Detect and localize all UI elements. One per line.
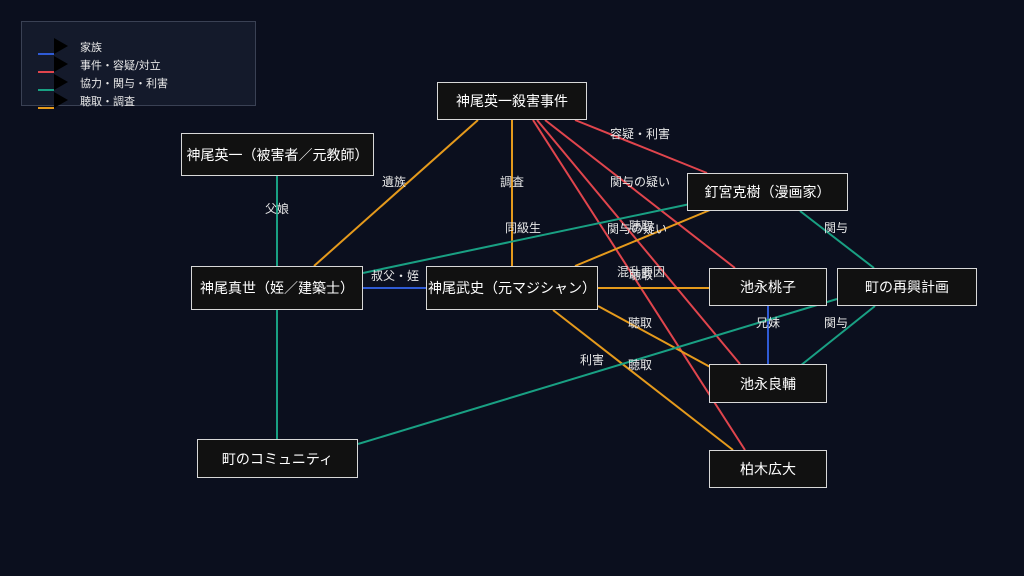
edge-saikou-ryosuke	[799, 305, 876, 367]
legend: 家族 事件・容疑/対立 協力・関与・利害 聴取・調査	[21, 21, 256, 109]
node-community[interactable]: 町のコミュニティ	[197, 439, 358, 478]
node-kashiwagi[interactable]: 柏木広大	[709, 450, 827, 488]
node-masayo[interactable]: 神尾真世（姪／建築士）	[191, 266, 363, 310]
edge-label-choshu4: 聴取	[628, 358, 652, 372]
node-eiichi[interactable]: 神尾英一（被害者／元教師）	[181, 133, 374, 176]
node-takeshi[interactable]: 神尾武史（元マジシャン）	[426, 266, 598, 310]
legend-label-cooperation: 協力・関与・利害	[80, 77, 168, 90]
edge-label-kyoudai: 兄妹	[756, 316, 780, 330]
edge-label-kanyo-utagai1: 関与の疑い	[610, 174, 670, 189]
edge-label-chousa: 調査	[500, 175, 524, 189]
edge-label-izoku: 遺族	[382, 174, 406, 189]
edge-label-rigai: 利害	[580, 352, 604, 367]
edge-case-masayo	[313, 119, 479, 267]
edge-label-kon-ran: 混乱要因	[617, 265, 665, 279]
edge-label-choshu1: 聴取	[629, 219, 653, 233]
edge-kugimiya-saikou	[799, 210, 875, 269]
edge-takeshi-kugimiya	[574, 209, 711, 267]
legend-arrow-icon	[54, 38, 68, 54]
node-ryosuke[interactable]: 池永良輔	[709, 364, 827, 403]
legend-line-family	[38, 53, 54, 55]
edge-label-fushi: 父娘	[265, 201, 289, 216]
legend-arrow-icon	[54, 92, 68, 108]
legend-arrow-icon	[54, 74, 68, 90]
legend-label-inquiry: 聴取・調査	[80, 95, 135, 108]
edge-label-choshu3: 聴取	[628, 316, 652, 330]
legend-label-family: 家族	[80, 41, 102, 54]
edge-label-shukufu: 叔父・姪	[371, 269, 419, 283]
edge-label-choshu2: 聴取	[629, 268, 653, 282]
edge-label-kanyo-utagai2: 関与の疑い	[607, 221, 667, 236]
edge-label-doukyuusei: 同級生	[505, 221, 541, 235]
legend-line-inquiry	[38, 107, 54, 109]
edge-label-kanyo2: 関与	[824, 316, 848, 330]
edge-masayo-kugimiya	[362, 203, 691, 274]
node-case[interactable]: 神尾英一殺害事件	[437, 82, 587, 120]
legend-arrow-icon	[54, 56, 68, 72]
node-momoko[interactable]: 池永桃子	[709, 268, 827, 306]
edge-takeshi-kashiwagi	[552, 309, 734, 451]
edge-takeshi-ryosuke	[597, 305, 713, 369]
legend-label-incident: 事件・容疑/対立	[80, 59, 161, 72]
edge-case-ryosuke	[536, 119, 741, 365]
edge-case-kugimiya	[574, 119, 708, 174]
legend-line-cooperation	[38, 89, 54, 91]
edge-saikou-community	[357, 298, 838, 445]
edge-label-yoroi-riagai: 容疑・利害	[610, 126, 670, 141]
node-kugimiya[interactable]: 釘宮克樹（漫画家）	[687, 173, 848, 211]
edge-case-momoko	[544, 119, 736, 269]
edge-label-kanyo1: 関与	[824, 221, 848, 235]
node-saikou[interactable]: 町の再興計画	[837, 268, 977, 306]
legend-line-incident	[38, 71, 54, 73]
